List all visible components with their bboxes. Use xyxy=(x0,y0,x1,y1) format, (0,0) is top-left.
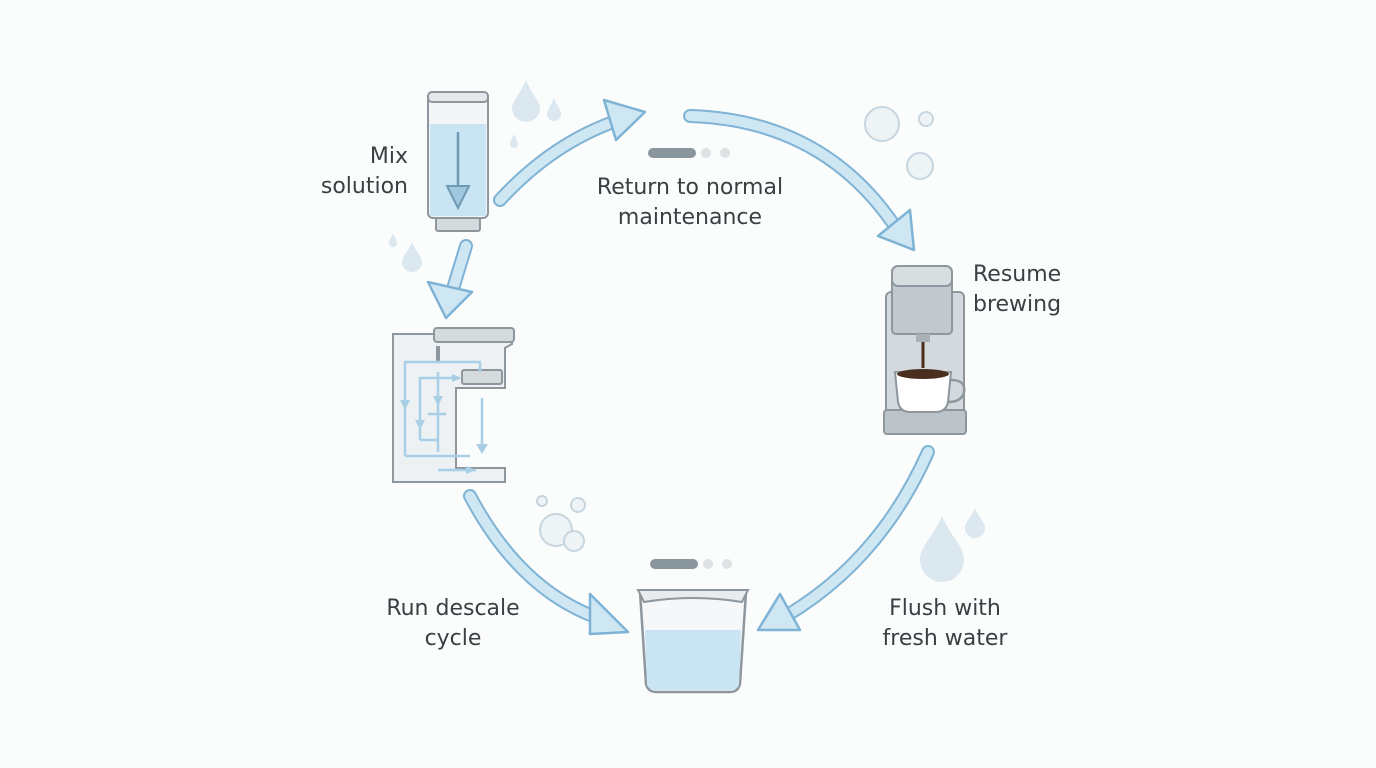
progress-indicator-top xyxy=(648,148,730,158)
pitcher-icon xyxy=(636,589,750,694)
bubbles-icon xyxy=(536,106,934,552)
step-label-mix-solution: Mix solution xyxy=(300,142,408,202)
step-label-line: brewing xyxy=(973,292,1062,317)
coffee-maker-icon xyxy=(883,265,967,435)
step-label-line: Resume xyxy=(973,262,1062,287)
step-label-line: solution xyxy=(320,174,408,199)
step-label-line: Flush with xyxy=(889,596,1001,621)
step-label-resume-brewing: Resume brewing xyxy=(973,260,1061,320)
step-label-flush-with-fresh-water: Flush with fresh water xyxy=(860,594,1030,654)
arrow-return-to-resume xyxy=(683,109,916,252)
step-label-line: Return to normal xyxy=(596,175,784,200)
machine-cross-section-icon xyxy=(392,327,515,483)
reservoir-icon xyxy=(427,91,489,232)
arrow-run-to-flush xyxy=(463,489,630,636)
step-label-line: Mix xyxy=(369,144,408,169)
arrow-mix-to-return xyxy=(493,98,647,207)
step-label-return-to-normal-maintenance: Return to normal maintenance xyxy=(560,173,820,233)
arrow-resume-to-flush xyxy=(756,445,935,632)
step-label-line: maintenance xyxy=(617,205,763,230)
droplet-icon xyxy=(389,80,985,582)
step-label-line: fresh water xyxy=(882,626,1008,651)
progress-indicator-bottom xyxy=(650,559,732,569)
step-label-line: Run descale xyxy=(386,596,520,621)
arrow-mix-to-run xyxy=(426,239,474,320)
step-label-line: cycle xyxy=(424,626,482,651)
step-label-run-descale-cycle: Run descale cycle xyxy=(370,594,536,654)
